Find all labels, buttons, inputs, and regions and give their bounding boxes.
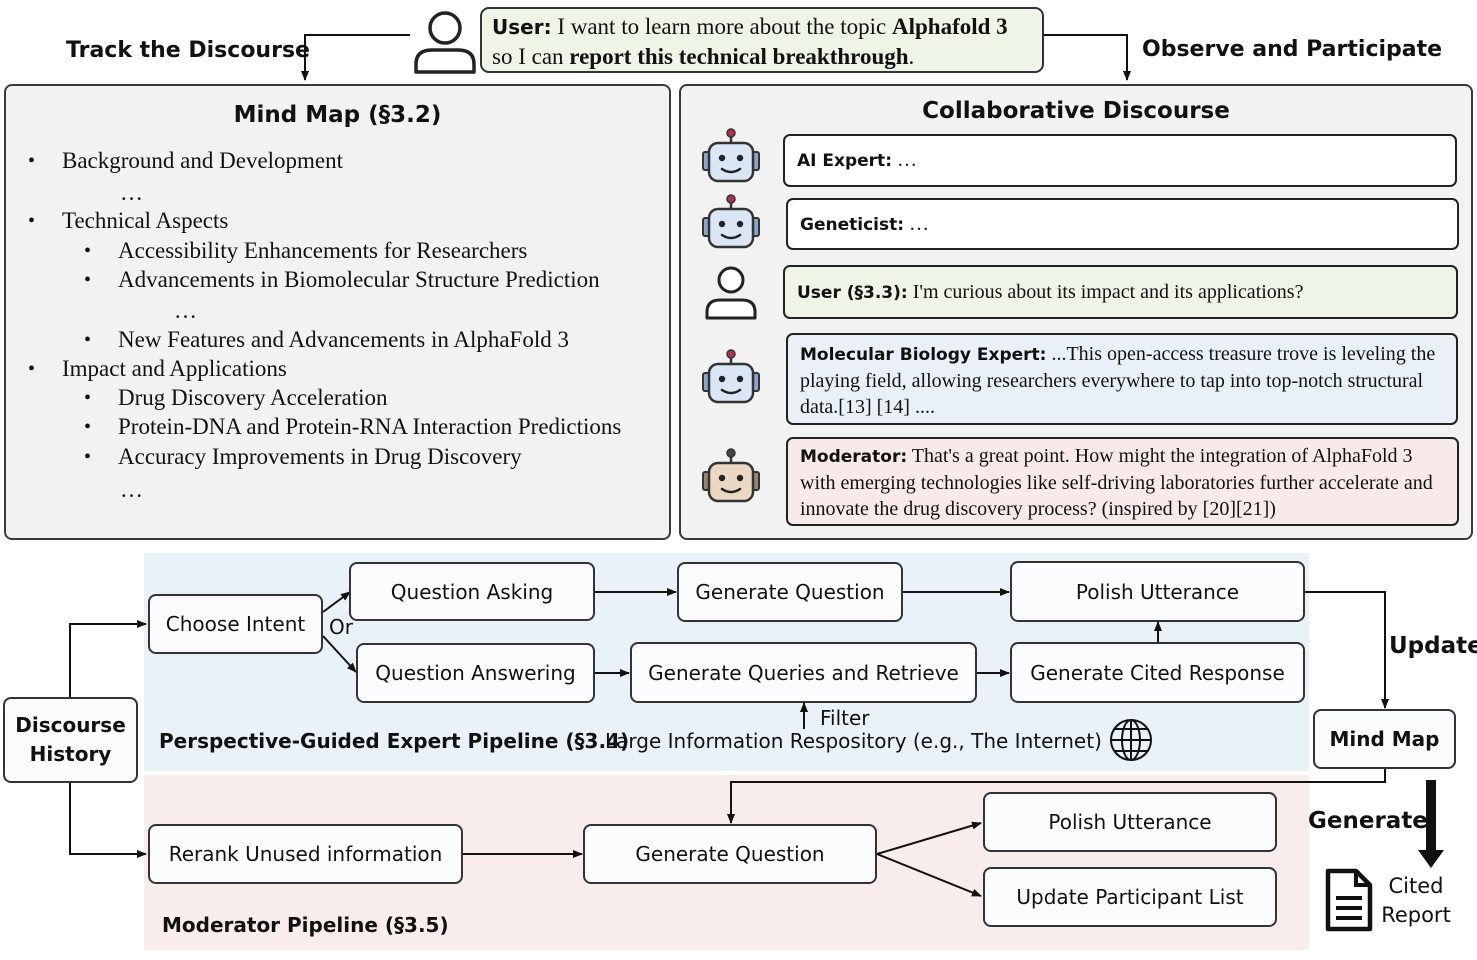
user-speaker: User:: [492, 15, 552, 39]
track-discourse-label: Track the Discourse: [66, 38, 310, 63]
discourse-title: Collaborative Discourse: [922, 98, 1230, 124]
mind-map-box: Mind Map: [1313, 709, 1456, 769]
outline-item: …: [120, 477, 143, 502]
turn-text: ...This open-access treasure trove is le…: [800, 343, 1436, 418]
update-participant-list-box: Update Participant List: [983, 867, 1277, 927]
polish-utterance-box: Polish Utterance: [1010, 561, 1305, 622]
observe-participate-label: Observe and Participate: [1142, 37, 1443, 62]
user-text-2: so I can: [492, 44, 570, 69]
robot-icon: [702, 349, 760, 404]
mind-map-title: Mind Map (§3.2): [233, 102, 442, 128]
turn-text: I'm curious about its impact and its app…: [907, 280, 1304, 303]
generate-cited-response-box: Generate Cited Response: [1010, 642, 1305, 703]
outline-bullet: •: [28, 150, 36, 172]
outline-item: Advancements in Biomolecular Structure P…: [118, 267, 600, 292]
user-topic: Alphafold 3: [892, 14, 1008, 39]
turn-moderator: Moderator: That's a great point. How mig…: [786, 437, 1459, 526]
outline-bullet: •: [28, 358, 36, 380]
outline-item: …: [120, 180, 143, 205]
outline-item: Protein-DNA and Protein-RNA Interaction …: [118, 414, 622, 439]
question-asking-box: Question Asking: [349, 562, 595, 621]
user-text-3: .: [908, 44, 915, 69]
outline-item: Impact and Applications: [62, 356, 287, 381]
question-answering-box: Question Answering: [356, 643, 595, 703]
outline-item: Technical Aspects: [62, 208, 229, 233]
outline-item: Accuracy Improvements in Drug Discovery: [118, 444, 522, 469]
turn-speaker: Moderator:: [800, 447, 908, 467]
turn-speaker: User (§3.3):: [797, 282, 908, 303]
turn-ai-expert: AI Expert: …: [783, 134, 1457, 187]
discourse-history-box: Discourse History: [3, 697, 138, 783]
robot-icon: [702, 128, 760, 183]
turn-speaker: AI Expert:: [797, 151, 892, 171]
moderator-robot-icon: [702, 448, 760, 503]
generate-question-box: Generate Question: [677, 562, 903, 622]
repository-label: Large Information Respository (e.g., The…: [605, 729, 1102, 753]
outline-item: New Features and Advancements in AlphaFo…: [118, 327, 569, 352]
turn-geneticist: Geneticist: …: [786, 198, 1459, 250]
turn-text: That's a great point. How might the inte…: [800, 445, 1433, 520]
rerank-box: Rerank Unused information: [148, 824, 463, 884]
expert-pipeline-label: Perspective-Guided Expert Pipeline (§3.4…: [159, 729, 630, 753]
generate-label: Generate: [1308, 808, 1428, 834]
choose-intent-box: Choose Intent: [148, 594, 323, 654]
user-text-1: I want to learn more about the topic: [551, 14, 892, 39]
document-icon: [1325, 868, 1373, 932]
outline-item: Accessibility Enhancements for Researche…: [118, 238, 528, 263]
or-label: Or: [329, 615, 353, 639]
outline-item: Drug Discovery Acceleration: [118, 385, 388, 410]
outline-bullet: •: [84, 446, 92, 468]
moderator-generate-question-box: Generate Question: [583, 824, 877, 884]
turn-speaker: Molecular Biology Expert:: [800, 345, 1047, 365]
turn-text: …: [892, 149, 917, 171]
mind-map-panel: Mind Map (§3.2): [4, 84, 671, 540]
update-label: Update: [1389, 633, 1477, 659]
turn-speaker: Geneticist:: [800, 214, 905, 235]
globe-icon: [1110, 719, 1152, 761]
turn-text: …: [904, 212, 930, 235]
generate-queries-box: Generate Queries and Retrieve: [630, 642, 977, 703]
outline-bullet: •: [84, 387, 92, 409]
user-icon: [705, 266, 757, 320]
turn-user: User (§3.3): I'm curious about its impac…: [783, 265, 1458, 319]
moderator-polish-utterance-box: Polish Utterance: [983, 792, 1277, 852]
robot-icon: [702, 194, 760, 249]
outline-bullet: •: [84, 269, 92, 291]
outline-item: …: [174, 298, 197, 323]
outline-bullet: •: [84, 240, 92, 262]
outline-bullet: •: [84, 416, 92, 438]
filter-label: Filter: [820, 706, 870, 730]
user-goal: report this technical breakthrough: [569, 44, 909, 69]
cited-report-label: Cited Report: [1381, 874, 1451, 927]
outline-bullet: •: [84, 329, 92, 351]
user-icon: [414, 11, 476, 74]
outline-bullet: •: [28, 210, 36, 232]
turn-molecular-biology-expert: Molecular Biology Expert: ...This open-a…: [786, 333, 1458, 425]
outline-item: Background and Development: [62, 148, 344, 173]
user-prompt-bubble: User: I want to learn more about the top…: [480, 7, 1044, 73]
moderator-pipeline-label: Moderator Pipeline (§3.5): [162, 913, 449, 937]
